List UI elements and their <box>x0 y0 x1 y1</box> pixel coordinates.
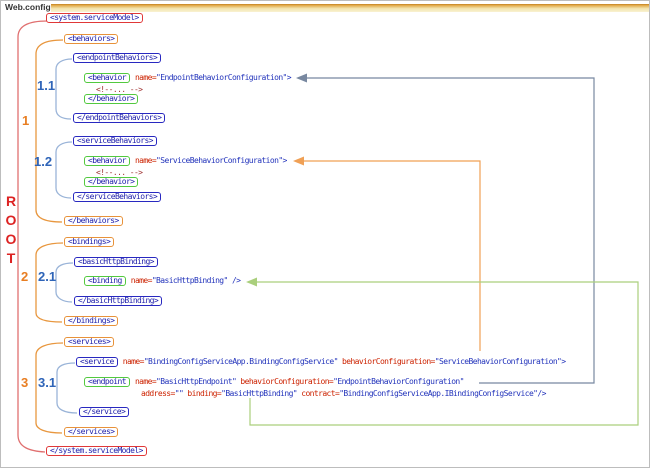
tag-bindings-close: </bindings> <box>64 316 119 326</box>
endpoint-behavior-config-value: "EndpointBehaviorConfiguration" <box>333 377 464 386</box>
tag-behaviors-close: </behaviors> <box>64 216 123 226</box>
endpoint-behaviors-bracket-line <box>55 58 73 120</box>
endpoint-open-box: <endpoint <box>84 377 130 387</box>
tag-basic-http-binding-open: <basicHttpBinding> <box>74 257 158 267</box>
service-name-attr: name= <box>122 357 145 366</box>
behavior1-comment: <!--... --> <box>96 85 143 94</box>
behaviors-bracket-line <box>35 39 64 223</box>
behavior2-name-value: "ServiceBehaviorConfiguration"> <box>156 156 287 165</box>
behavior2-name-attr: name= <box>134 156 157 165</box>
service-behaviors-close-box: </serviceBehaviors> <box>73 192 162 202</box>
endpoint-name-value: "BasicHttpEndpoint" <box>156 377 237 386</box>
tag-services-open: <services> <box>64 337 115 347</box>
tag-services-close: </services> <box>64 427 119 437</box>
tag-basic-http-binding-close: </basicHttpBinding> <box>74 296 163 306</box>
service-behavior-arrowhead-icon <box>293 156 304 166</box>
tag-system-servicemodel-close: </system.serviceModel> <box>46 446 147 456</box>
behaviors-close-box: </behaviors> <box>64 216 123 226</box>
label-1: 1 <box>22 113 30 128</box>
tag-service-close: </service> <box>79 407 130 417</box>
tag-system-servicemodel-open: <system.serviceModel> <box>46 13 143 23</box>
binding-name-attr: name= <box>130 276 153 285</box>
system-servicemodel-close-box: </system.serviceModel> <box>46 446 147 456</box>
service-close-box: </service> <box>79 407 130 417</box>
tag-service-behaviors-close: </serviceBehaviors> <box>73 192 162 202</box>
basic-http-binding-bracket-line <box>55 262 74 303</box>
endpoint-behaviors-open-box: <endpointBehaviors> <box>73 53 162 63</box>
endpoint-contract-value: "BindingConfigServiceApp.IBindingConfigS… <box>339 389 546 398</box>
binding-open-box: <binding <box>84 276 126 286</box>
endpoint-binding-attr: binding= <box>183 389 222 398</box>
behavior1-name-value: "EndpointBehaviorConfiguration"> <box>156 73 292 82</box>
service-open-box: <service <box>76 357 118 367</box>
endpoint-address-attr: address= <box>141 389 175 398</box>
bindings-open-box: <bindings> <box>64 237 115 247</box>
root-label: ROOT <box>5 193 17 266</box>
services-open-box: <services> <box>64 337 115 347</box>
endpoint-binding-value: "BasicHttpBinding" <box>221 389 298 398</box>
label-1-1: 1.1 <box>37 78 56 93</box>
binding-arrowhead-icon <box>246 277 257 287</box>
behavior1-close-box: </behavior> <box>84 94 139 104</box>
behavior1-name-attr: name= <box>134 73 157 82</box>
label-2-1: 2.1 <box>38 269 57 284</box>
behavior2-open-box: <behavior <box>84 156 130 166</box>
tag-service-behaviors-open: <serviceBehaviors> <box>73 136 157 146</box>
endpoint-behavior-config-attr: behaviorConfiguration= <box>236 377 334 386</box>
endpoint-behavior-reference-line <box>306 77 595 384</box>
endpoint-contract-attr: contract= <box>297 389 340 398</box>
basic-http-binding-close-box: </basicHttpBinding> <box>74 296 163 306</box>
service-name-value: "BindingConfigServiceApp.BindingConfigSe… <box>143 357 339 366</box>
tag-behavior1-open: <behavior name="EndpointBehaviorConfigura… <box>84 73 292 83</box>
endpoint-behaviors-close-box: </endpointBehaviors> <box>73 113 166 123</box>
label-2: 2 <box>21 269 29 284</box>
binding-name-value: "BasicHttpBinding" /> <box>151 276 241 285</box>
endpoint-behavior-arrowhead-icon <box>296 73 307 83</box>
behaviors-open-box: <behaviors> <box>64 34 119 44</box>
tag-behavior1-close: </behavior> <box>84 94 139 104</box>
service-bracket-line <box>56 362 78 414</box>
endpoint-address-value: "" <box>174 389 184 398</box>
endpoint-name-attr: name= <box>134 377 157 386</box>
system-servicemodel-open-box: <system.serviceModel> <box>46 13 143 23</box>
tag-endpoint-behaviors-close: </endpointBehaviors> <box>73 113 166 123</box>
service-behavior-reference-line <box>303 160 481 351</box>
behavior2-comment: <!--... --> <box>96 168 143 177</box>
label-3: 3 <box>21 375 29 390</box>
tag-bindings-open: <bindings> <box>64 237 115 247</box>
endpoint-attrs-line2: address="" binding="BasicHttpBinding" co… <box>141 390 546 398</box>
tag-behaviors-open: <behaviors> <box>64 34 119 44</box>
tag-endpoint-behaviors-open: <endpointBehaviors> <box>73 53 162 63</box>
behavior1-open-box: <behavior <box>84 73 130 83</box>
service-behaviors-open-box: <serviceBehaviors> <box>73 136 157 146</box>
label-3-1: 3.1 <box>38 375 57 390</box>
bindings-close-box: </bindings> <box>64 316 119 326</box>
binding-reference-line <box>249 281 639 426</box>
behavior2-close-box: </behavior> <box>84 177 139 187</box>
tag-service-open: <service name="BindingConfigServiceApp.Bi… <box>76 357 566 367</box>
service-behavior-config-attr: behaviorConfiguration= <box>337 357 435 366</box>
service-behaviors-bracket-line <box>55 141 73 199</box>
service-behavior-config-value: "ServiceBehaviorConfiguration"> <box>434 357 566 366</box>
basic-http-binding-open-box: <basicHttpBinding> <box>74 257 158 267</box>
services-close-box: </services> <box>64 427 119 437</box>
page-title: Web.config <box>5 2 51 12</box>
header-accent-bar <box>51 4 649 12</box>
tag-behavior2-close: </behavior> <box>84 177 139 187</box>
tag-endpoint: <endpoint name="BasicHttpEndpoint" behavi… <box>84 377 464 387</box>
label-1-2: 1.2 <box>34 154 53 169</box>
tag-behavior2-open: <behavior name="ServiceBehaviorConfigurat… <box>84 156 287 166</box>
tag-binding: <binding name="BasicHttpBinding" /> <box>84 276 241 286</box>
